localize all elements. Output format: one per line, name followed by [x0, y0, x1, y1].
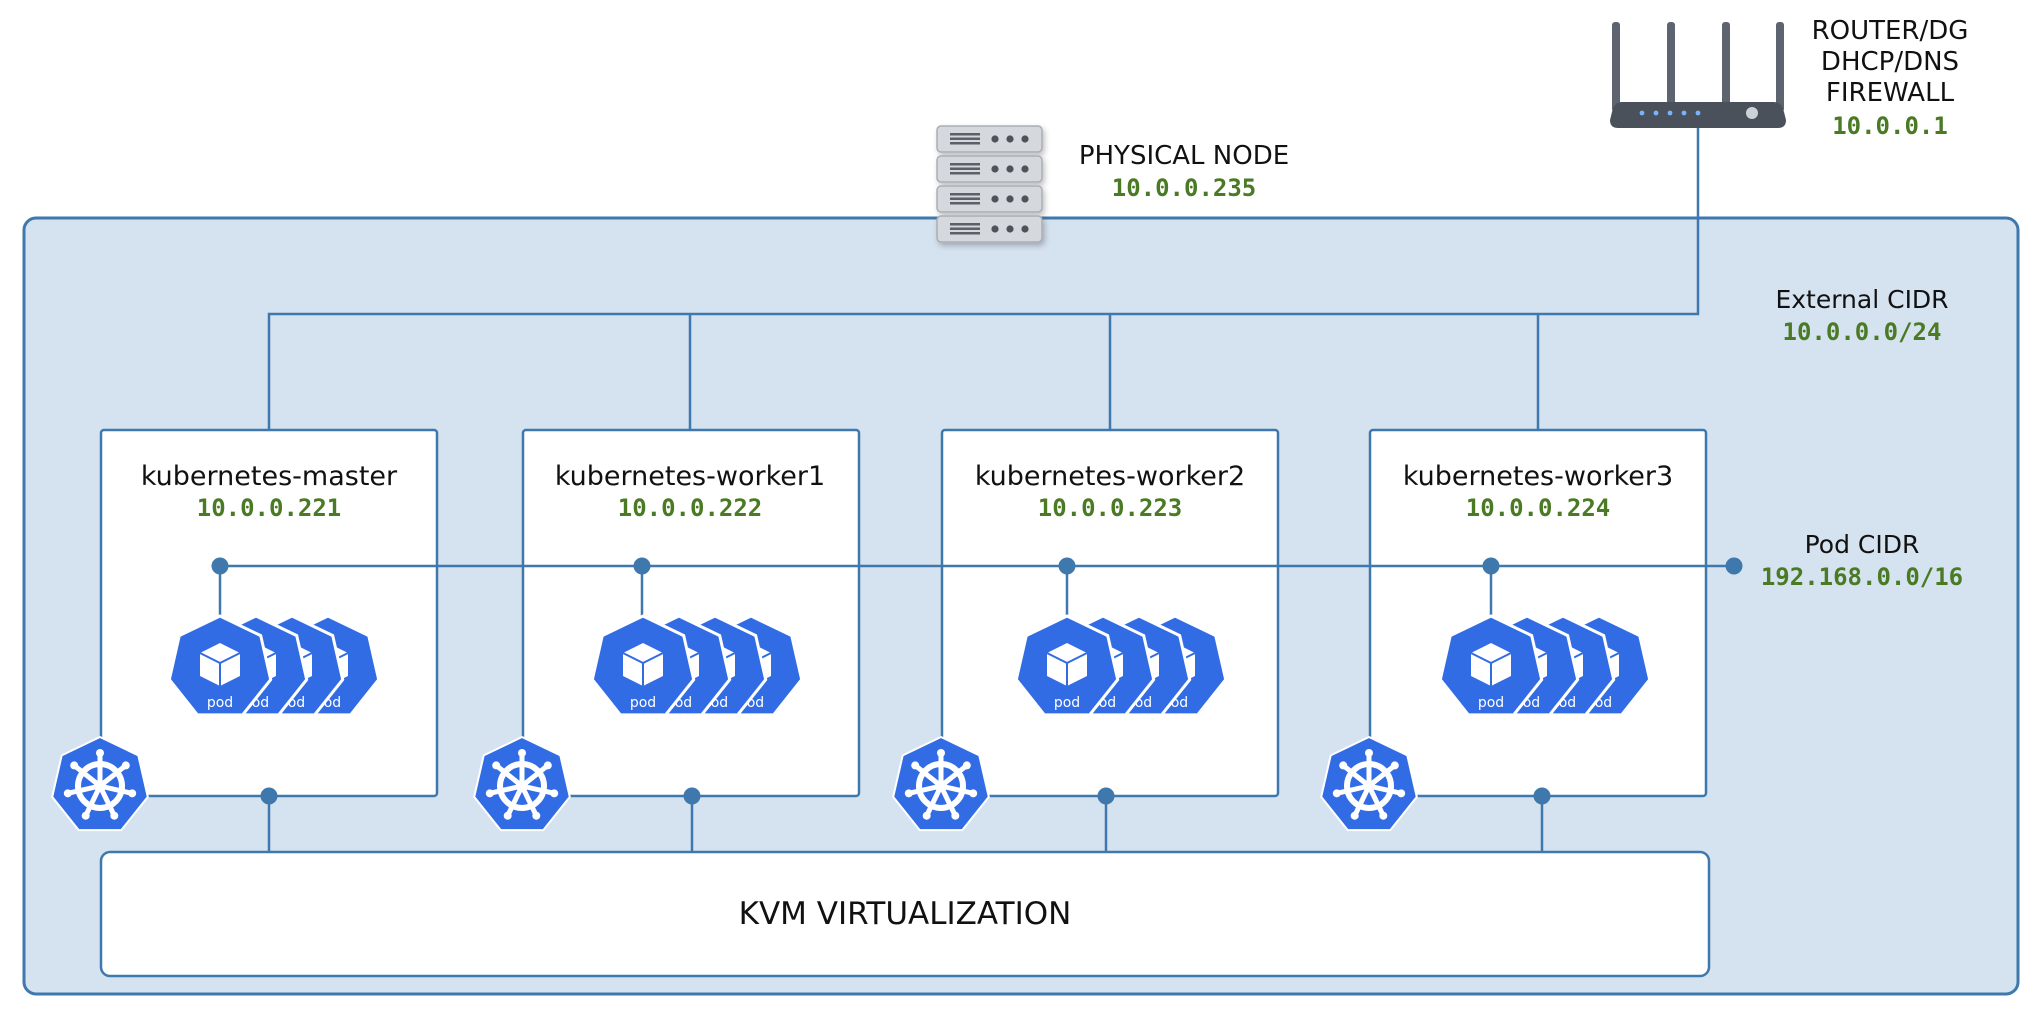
router-label-line1: ROUTER/DG: [1812, 16, 1969, 46]
kvm-attach-dot: [1097, 787, 1115, 805]
kvm-label: KVM VIRTUALIZATION: [739, 896, 1072, 932]
kubernetes-helm-icon: [51, 735, 149, 832]
external-cidr-label: External CIDR: [1775, 285, 1948, 314]
pod-icon: pod: [590, 614, 696, 717]
pod-label: pod: [1478, 695, 1504, 711]
kubernetes-helm-icon: [1320, 735, 1418, 832]
pod-network-line: [220, 557, 1743, 575]
pod-label: pod: [207, 695, 233, 711]
physical-node-ip: 10.0.0.235: [1112, 174, 1257, 202]
router-icon: [1610, 22, 1786, 128]
kubernetes-helm-icon: [892, 735, 990, 832]
pod-network-dot: [633, 557, 651, 575]
node-name: kubernetes-worker2: [975, 461, 1245, 492]
pod-label: pod: [630, 695, 656, 711]
node-name: kubernetes-master: [141, 461, 398, 492]
pod-network-dot: [1058, 557, 1076, 575]
physical-node-title: PHYSICAL NODE: [1079, 141, 1289, 171]
kvm-virtualization-box: [99, 850, 1711, 978]
pod-network-dot: [211, 557, 229, 575]
router-ip: 10.0.0.1: [1832, 112, 1948, 140]
pod-icon: pod: [1438, 614, 1544, 717]
pod-network-dot: [1482, 557, 1500, 575]
kvm-attach-dot: [1533, 787, 1551, 805]
external-cidr-value: 10.0.0.0/24: [1783, 318, 1942, 346]
router-label-line2: DHCP/DNS: [1821, 47, 1959, 77]
external-network-lines: [267, 128, 1700, 430]
kubernetes-helm-icon: [473, 735, 571, 832]
kvm-attach-dot: [683, 787, 701, 805]
pod-icon: pod: [167, 614, 273, 717]
router-label-line3: FIREWALL: [1826, 78, 1955, 108]
pod-label: pod: [1054, 695, 1080, 711]
pod-cidr-value: 192.168.0.0/16: [1761, 563, 1963, 591]
pod-icon: pod: [1014, 614, 1120, 717]
node-ip: 10.0.0.224: [1466, 494, 1611, 522]
node-ip: 10.0.0.222: [618, 494, 763, 522]
node-ip: 10.0.0.221: [197, 494, 342, 522]
node-name: kubernetes-worker3: [1403, 461, 1673, 492]
node-ip: 10.0.0.223: [1038, 494, 1183, 522]
server-rack-icon: [936, 125, 1043, 243]
pod-cidr-label: Pod CIDR: [1805, 530, 1920, 559]
kvm-connector-lines: [267, 796, 1544, 852]
kvm-attach-dot: [260, 787, 278, 805]
node-name: kubernetes-worker1: [555, 461, 825, 492]
